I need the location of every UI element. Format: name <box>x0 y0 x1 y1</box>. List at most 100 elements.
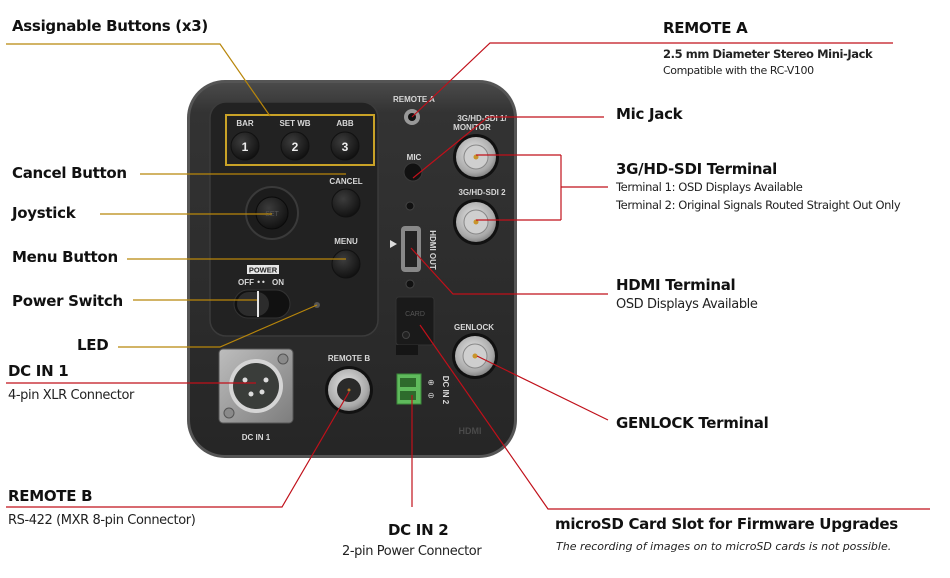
label-mic-jack: Mic Jack <box>616 105 683 123</box>
dc-in-1-xlr-connector[interactable] <box>218 348 294 424</box>
power-label: POWER <box>249 266 278 275</box>
dc-in-2-slot-1 <box>400 378 416 387</box>
xlr-pin-4 <box>259 389 265 395</box>
button-label-bar: BAR <box>236 119 254 128</box>
label-assignable-buttons: Assignable Buttons (x3) <box>12 17 208 35</box>
hdmi-arrow-icon <box>390 240 397 248</box>
power-on-label: ON <box>272 278 284 287</box>
label-led: LED <box>77 336 109 354</box>
joystick[interactable]: SET <box>245 186 299 240</box>
hdmi-out-label: HDMI OUT <box>428 230 437 270</box>
hdmi-logo: HDMI <box>459 426 482 436</box>
line-mic-jack <box>412 116 604 179</box>
label-hdmi-title: HDMI Terminal <box>616 276 736 294</box>
menu-button[interactable] <box>331 249 361 279</box>
label-remote-b-subtitle: RS-422 (MXR 8-pin Connector) <box>8 513 196 528</box>
assignable-buttons: BAR SET WB ABB 1 2 3 <box>230 119 360 161</box>
line-remote-b <box>6 391 350 508</box>
xlr-pin-2 <box>263 377 269 383</box>
cancel-label: CANCEL <box>329 177 362 186</box>
label-remote-a-subtitle-2: Compatible with the RC-V100 <box>663 64 814 77</box>
power-switch-indicator <box>257 291 259 317</box>
remote-b-label: REMOTE B <box>328 354 370 363</box>
line-microsd <box>419 324 930 510</box>
xlr-pin-3 <box>248 391 254 397</box>
mic-jack[interactable] <box>403 162 423 182</box>
xlr-pin-1 <box>242 377 248 383</box>
dc-in-2-label: DC IN 2 <box>441 376 450 405</box>
sdi-1-connector[interactable] <box>453 134 499 180</box>
label-sdi-title: 3G/HD-SDI Terminal <box>616 160 777 178</box>
dc-in-2-slot-2 <box>400 391 416 400</box>
red-callout-lines <box>6 42 930 510</box>
minus-icon: ⊖ <box>428 391 435 400</box>
remote-a-label: REMOTE A <box>393 95 435 104</box>
remote-b-pin <box>347 388 351 392</box>
assignable-buttons-highlight <box>225 114 375 166</box>
button-label-abb: ABB <box>336 119 354 128</box>
assignable-button-3[interactable] <box>330 131 360 161</box>
power-dots: •• <box>256 278 265 287</box>
genlock-pin <box>472 353 478 359</box>
label-cancel-button: Cancel Button <box>12 164 127 182</box>
label-dc-in-1-title: DC IN 1 <box>8 362 69 380</box>
cancel-button[interactable] <box>331 188 361 218</box>
label-remote-b-title: REMOTE B <box>8 487 93 505</box>
label-dc-in-1-subtitle: 4-pin XLR Connector <box>8 388 134 403</box>
label-remote-a-title: REMOTE A <box>663 19 748 37</box>
power-off-label: OFF <box>238 278 254 287</box>
remote-b-connector[interactable] <box>325 366 373 414</box>
card-screw <box>402 331 410 339</box>
genlock-connector[interactable] <box>452 333 498 379</box>
label-microsd-title: microSD Card Slot for Firmware Upgrades <box>555 515 898 533</box>
label-sdi-line-2: Terminal 2: Original Signals Routed Stra… <box>616 198 901 212</box>
hdmi-lower-screw <box>405 279 415 289</box>
label-dc-in-2-subtitle: 2-pin Power Connector <box>342 544 482 559</box>
genlock-label: GENLOCK <box>454 323 494 332</box>
sdi1-label-line2: MONITOR <box>453 123 491 132</box>
button-number-2: 2 <box>292 140 299 154</box>
xlr-face <box>233 363 279 409</box>
label-joystick: Joystick <box>12 204 76 222</box>
sdi1-label-line1: 3G/HD-SDI 1/ <box>457 114 507 123</box>
joystick-set-label: SET <box>265 211 279 218</box>
label-dc-in-2-title: DC IN 2 <box>388 521 449 539</box>
button-number-1: 1 <box>242 140 249 154</box>
dc-in-1-label: DC IN 1 <box>242 433 271 442</box>
assignable-button-2[interactable] <box>280 131 310 161</box>
card-cover-tab <box>396 345 418 355</box>
plus-icon: ⊕ <box>428 378 435 387</box>
label-sdi-line-1: Terminal 1: OSD Displays Available <box>616 180 803 194</box>
sdi2-label: 3G/HD-SDI 2 <box>458 188 506 197</box>
power-label-bg <box>247 265 279 274</box>
label-remote-a-subtitle-1: 2.5 mm Diameter Stereo Mini-Jack <box>663 47 873 61</box>
line-genlock <box>476 355 609 421</box>
assignable-button-1[interactable] <box>230 131 260 161</box>
label-power-switch: Power Switch <box>12 292 123 310</box>
xlr-screw-bottom <box>223 407 235 419</box>
power-switch[interactable] <box>237 292 269 316</box>
button-number-3: 3 <box>342 140 349 154</box>
menu-label: MENU <box>334 237 358 246</box>
hdmi-screw <box>405 201 415 211</box>
label-genlock: GENLOCK Terminal <box>616 414 769 432</box>
line-assignable-buttons <box>6 43 271 117</box>
sdi-2-connector[interactable] <box>453 199 499 245</box>
label-menu-button: Menu Button <box>12 248 118 266</box>
button-label-setwb: SET WB <box>279 119 310 128</box>
joystick-knob[interactable] <box>255 196 289 230</box>
xlr-screw-top <box>277 353 289 365</box>
sdi-1-pin <box>473 154 479 160</box>
gold-callout-lines <box>6 43 346 348</box>
mic-label: MIC <box>407 153 422 162</box>
line-led <box>118 304 318 348</box>
hdmi-port-opening <box>405 231 417 267</box>
line-hdmi <box>410 247 608 295</box>
label-hdmi-subtitle: OSD Displays Available <box>616 297 758 312</box>
label-microsd-note: The recording of images on to microSD ca… <box>556 540 892 553</box>
sdi-2-pin <box>473 219 479 225</box>
line-remote-a <box>411 42 893 118</box>
card-label: CARD <box>405 311 425 318</box>
